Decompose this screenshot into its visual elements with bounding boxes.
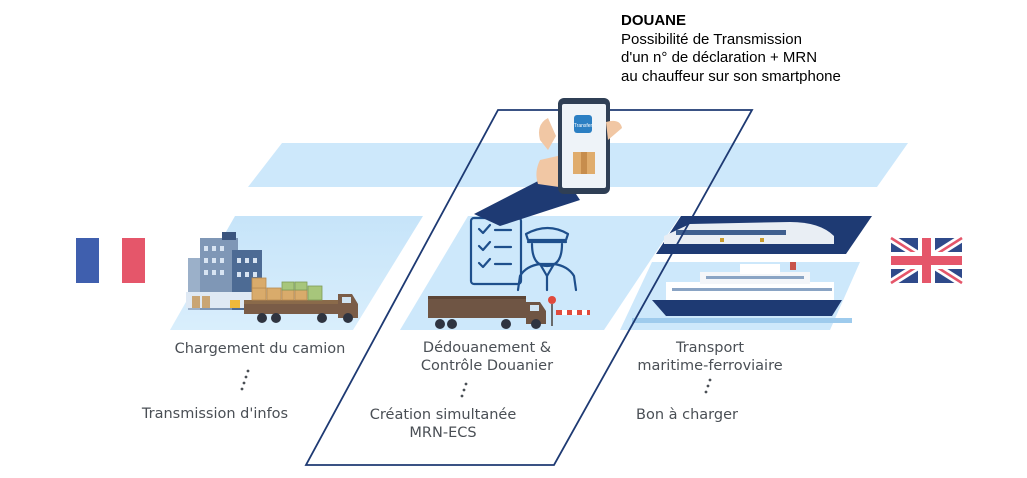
douane-line: Possibilité de Transmission (621, 30, 802, 48)
customs-truck-icon (428, 296, 590, 329)
france-flag (76, 238, 145, 283)
customs-focus-frame (304, 109, 754, 466)
step-connectors (240, 369, 712, 398)
step2-main-label-line1: Dédouanement & (422, 340, 552, 356)
step1-main-label: Chargement du camion (174, 341, 346, 357)
loaded-truck-icon (244, 277, 358, 323)
step2-sub-label-line2: MRN-ECS (409, 425, 477, 441)
customs-panel (400, 216, 680, 330)
step2-main-label-line2: Contrôle Douanier (420, 358, 554, 374)
smartphone-hand-icon: Transfer (474, 98, 622, 226)
loading-panel (170, 216, 423, 330)
step1-sub-label: Transmission d'infos (141, 406, 289, 422)
douane-line: d'un n° de déclaration + MRN (621, 49, 818, 66)
transport-panel (620, 216, 872, 330)
step2-sub-label-line1: Création simultanée (369, 407, 517, 423)
train-icon (664, 222, 834, 244)
douane-title: DOUANE (621, 12, 687, 29)
douane-note: DOUANE Possibilité de Transmission d'un … (621, 12, 841, 86)
app-label: Transfer (574, 123, 593, 129)
step3-sub-label: Bon à charger (636, 407, 738, 423)
douane-line: au chauffeur sur son smartphone (621, 67, 841, 85)
uk-flag (888, 234, 965, 287)
step3-main-label-line2: maritime-ferroviaire (637, 358, 783, 374)
ferry-icon (632, 262, 852, 323)
step3-main-label-line1: Transport (675, 340, 745, 356)
